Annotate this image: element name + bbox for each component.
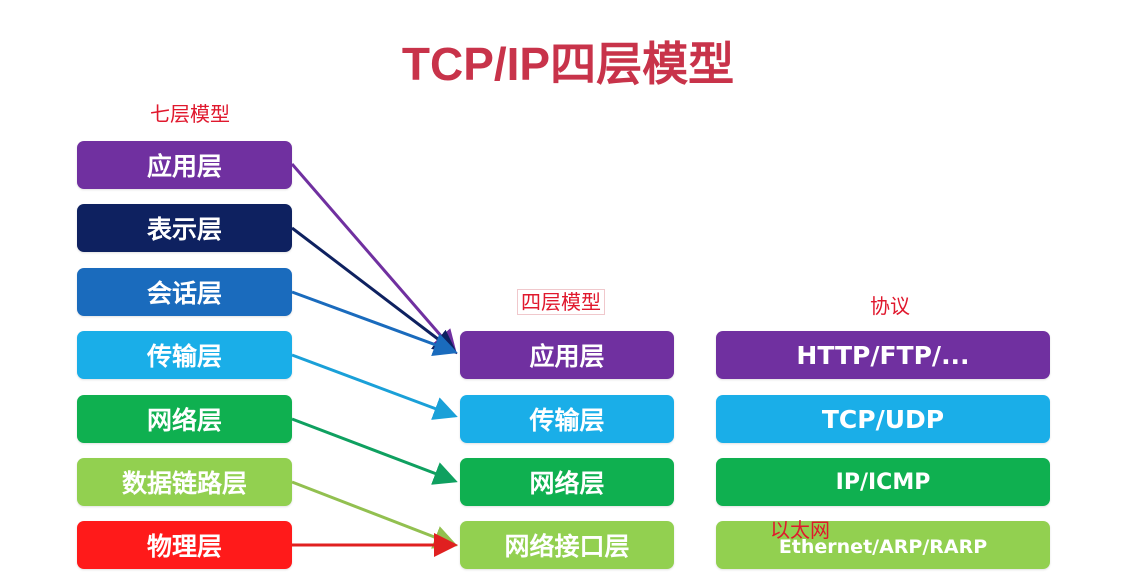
arrow-network: [291, 417, 458, 485]
seven-layer-label: 七层模型: [150, 102, 230, 126]
osi-physical-layer: 物理层: [77, 521, 292, 569]
four-layer-label: 四层模型: [517, 289, 605, 315]
osi-network-layer: 网络层: [77, 395, 292, 443]
arrow-session: [291, 290, 458, 357]
protocol-transport: TCP/UDP: [716, 395, 1050, 443]
osi-presentation-layer: 表示层: [77, 204, 292, 252]
ethernet-annotation: 以太网: [770, 518, 830, 542]
osi-application-layer: 应用层: [77, 141, 292, 189]
osi-transport-layer: 传输层: [77, 331, 292, 379]
protocol-link: Ethernet/ARP/RARP: [716, 521, 1050, 569]
page-title: TCP/IP四层模型: [401, 38, 735, 90]
tcpip-transport-layer: 传输层: [460, 395, 674, 443]
osi-session-layer: 会话层: [77, 268, 292, 316]
tcpip-link-layer: 网络接口层: [460, 521, 674, 569]
arrow-presentation: [291, 226, 458, 354]
arrow-application: [290, 163, 457, 355]
tcpip-application-layer: 应用层: [460, 331, 674, 379]
tcpip-network-layer: 网络层: [460, 458, 674, 506]
protocol-application: HTTP/FTP/...: [716, 331, 1050, 379]
protocol-label: 协议: [870, 294, 910, 318]
arrow-datalink: [291, 480, 458, 549]
osi-datalink-layer: 数据链路层: [77, 458, 292, 506]
protocol-network: IP/ICMP: [716, 458, 1050, 506]
arrow-transport: [291, 353, 458, 420]
